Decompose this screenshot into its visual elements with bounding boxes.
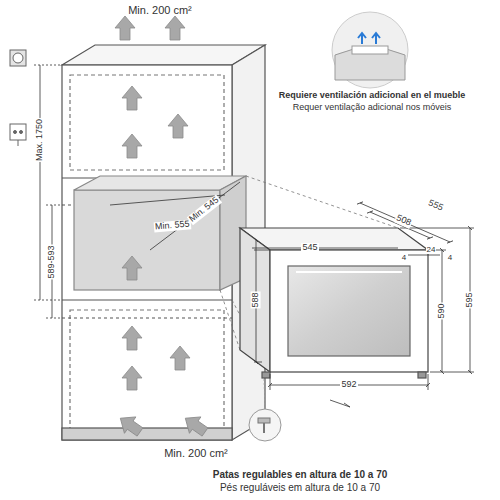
airflow-arrows xyxy=(115,16,211,440)
ventilation-note: Requer ventilação adicional nos móveis xyxy=(292,103,453,113)
dimension: 589-593 xyxy=(47,244,57,279)
dimension: 592 xyxy=(340,380,357,390)
tall-cabinet xyxy=(62,45,265,440)
dimension: 555 xyxy=(426,198,446,214)
socket-symbols xyxy=(10,50,26,146)
feet-callout xyxy=(249,376,281,441)
dimension: 588 xyxy=(251,291,261,308)
dimension: 4 xyxy=(447,254,453,263)
niche-dimension-lines xyxy=(110,182,240,250)
dimension: 4 xyxy=(401,254,407,263)
wine-cooler xyxy=(240,228,428,378)
cabinet-dimension-lines xyxy=(34,65,62,318)
ventilation-note: Requiere ventilación adicional en el mue… xyxy=(278,91,467,101)
dimension: 590 xyxy=(437,302,447,319)
feet-note: Pés reguláveis em altura de 10 a 70 xyxy=(219,482,381,493)
dimension: 508 xyxy=(394,213,414,229)
feet-note: Patas regulables en altura de 10 a 70 xyxy=(212,469,389,480)
dimension: Max. 1750 xyxy=(35,118,45,162)
dimension: 24 xyxy=(426,246,437,255)
airflow-note: Min. 200 cm² xyxy=(163,447,229,459)
ventilation-icon xyxy=(332,12,408,88)
dimension: 545 xyxy=(301,243,318,253)
airflow-note: Min. 200 cm² xyxy=(127,4,193,16)
appliance-dimension-lines xyxy=(252,203,474,407)
dimension: 595 xyxy=(465,291,475,308)
